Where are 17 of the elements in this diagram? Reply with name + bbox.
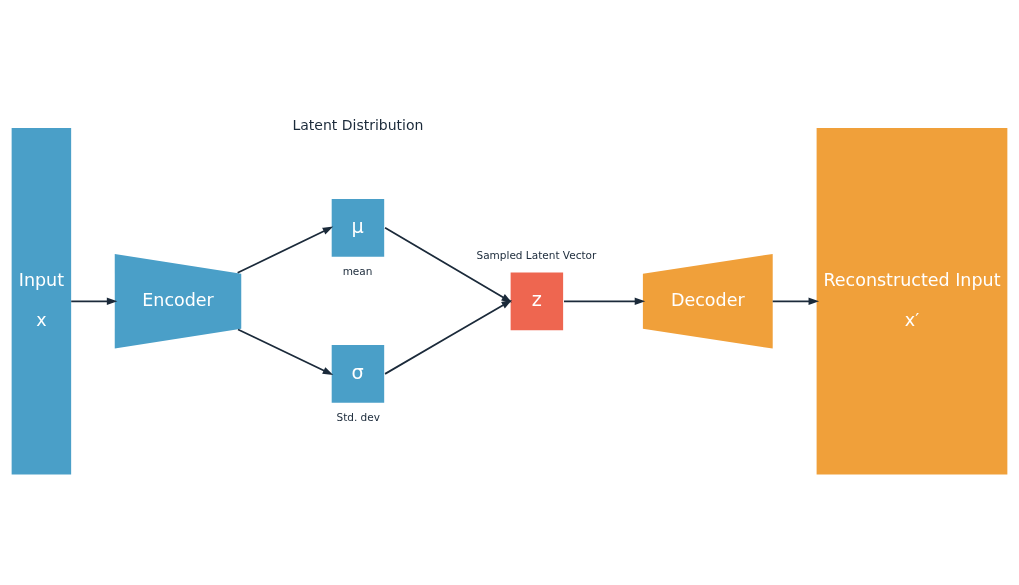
node-box: Reconstructed Input x′ — [816, 128, 1008, 475]
node-box: Input x — [11, 128, 72, 475]
label: Latent Distribution — [292, 116, 424, 133]
arrow — [70, 297, 118, 305]
arrow — [384, 299, 513, 375]
node-label: Std. dev — [336, 411, 380, 424]
arrow — [236, 226, 334, 274]
node-box: μ — [331, 198, 385, 257]
node-label: mean — [342, 265, 373, 278]
node-box: Decoder — [642, 254, 773, 349]
node-box: Encoder — [114, 254, 242, 349]
arrow — [237, 328, 334, 376]
node-label: Sampled Latent Vector — [476, 249, 597, 262]
arrow — [771, 297, 820, 305]
node-box: z — [510, 272, 564, 331]
arrow — [563, 297, 646, 305]
node-box: σ — [331, 345, 385, 403]
